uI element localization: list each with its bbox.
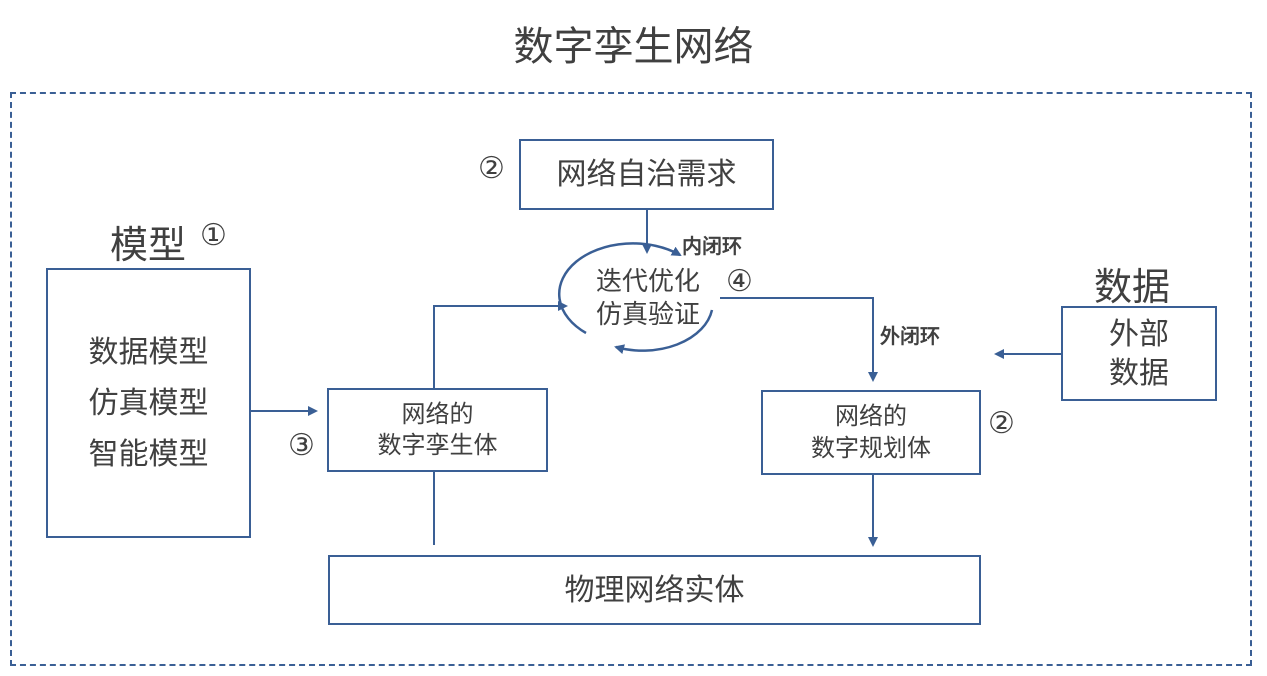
model-box: 数据模型 仿真模型 智能模型 — [46, 268, 251, 538]
digital-planner-box: 网络的 数字规划体 — [761, 390, 981, 475]
planner-line-2: 数字规划体 — [811, 433, 931, 462]
autonomy-label: 网络自治需求 — [556, 157, 737, 192]
model-item-simulation: 仿真模型 — [88, 385, 209, 421]
data-heading: 数据 — [1094, 265, 1171, 309]
iteration-center: 迭代优化 仿真验证 — [578, 266, 718, 331]
external-data-line-2: 数据 — [1109, 355, 1169, 391]
external-data-box: 外部 数据 — [1061, 306, 1217, 401]
physical-network-box: 物理网络实体 — [328, 555, 981, 625]
twin-line-1: 网络的 — [401, 399, 474, 428]
autonomy-requirement-box: 网络自治需求 — [519, 139, 774, 210]
center-marker: ④ — [726, 264, 753, 299]
outer-loop-label: 外闭环 — [880, 324, 940, 348]
physical-label: 物理网络实体 — [564, 572, 745, 608]
digital-twin-network-frame — [10, 92, 1252, 666]
model-item-intelligent: 智能模型 — [88, 436, 209, 472]
twin-marker: ③ — [288, 428, 315, 463]
center-line-1: 迭代优化 — [595, 267, 700, 297]
twin-line-2: 数字孪生体 — [377, 431, 498, 459]
model-marker: ① — [200, 218, 227, 253]
arrow-twin-to-center — [433, 301, 568, 388]
center-line-2: 仿真验证 — [595, 299, 700, 330]
autonomy-marker: ② — [478, 151, 505, 186]
model-heading: 模型 — [110, 223, 187, 267]
digital-twin-box: 网络的 数字孪生体 — [327, 388, 548, 472]
inner-loop-arc-bottom — [614, 309, 714, 354]
planner-marker: ② — [988, 406, 1015, 441]
planner-line-1: 网络的 — [835, 402, 907, 431]
inner-loop-label: 内闭环 — [682, 234, 742, 258]
model-item-data: 数据模型 — [88, 334, 209, 370]
inner-loop-arc-top — [557, 242, 682, 335]
arrow-center-to-planner — [720, 297, 878, 382]
external-data-line-1: 外部 — [1109, 316, 1169, 352]
diagram-title: 数字孪生网络 — [513, 24, 754, 70]
